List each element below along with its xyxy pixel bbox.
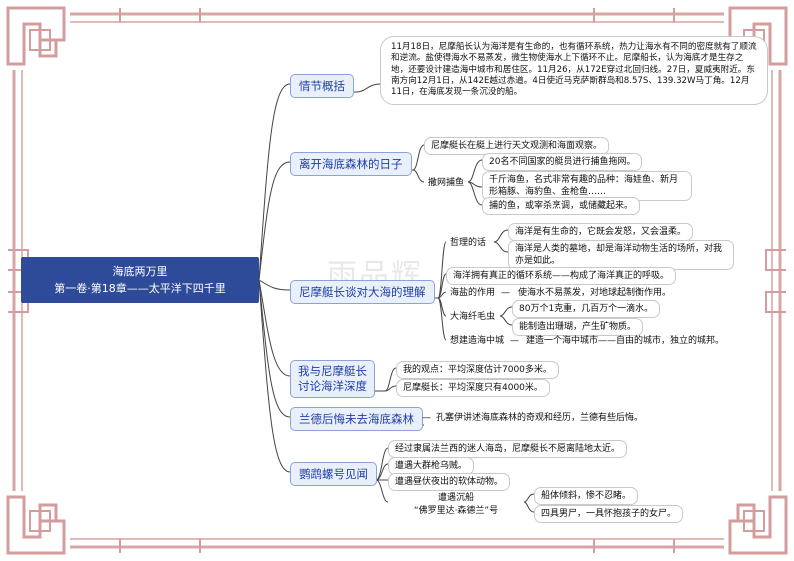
connector-root-b5 [258, 279, 291, 418]
leaf-ciliates-coral: 能制造出珊瑚，产生矿物质。 [512, 318, 644, 337]
leaf-fishing: 撒网捕鱼 [428, 178, 465, 188]
leaf-mollusk: 遭遇昼伏夜出的软体动物。 [388, 473, 511, 492]
connector-root-b2 [258, 161, 291, 281]
leaf-salt-effect: 使海水不易蒸发，对地球起制衡作用。 [518, 288, 672, 298]
leaf-sea-alive: 海洋是有生命的，它既会发怒，又会温柔。 [508, 223, 694, 242]
leaf-regret-dash: — [422, 413, 431, 423]
leaf-circulation: 海洋拥有真正的循环系统——构成了海洋真正的呼吸。 [446, 267, 677, 286]
leaf-sea-city: 想建造海中城 [450, 336, 505, 346]
leaf-nemo-view: 尼摩艇长：平均深度只有4000米。 [396, 379, 550, 398]
connector-root-b6 [258, 279, 291, 473]
leaf-sea-grave: 海洋是人类的墓地，却是海洋动物生活的场所，对我亦是如此。 [508, 240, 734, 271]
leaf-ciliates-count: 80万个1克重，几百万个一滴水。 [512, 300, 661, 319]
leaf-fish-storage: 捕的鱼，或宰杀烹调，或储藏起来。 [482, 197, 641, 216]
branch-ocean-depth-line1: 我与尼摩艇长 [298, 364, 367, 378]
root-title: 海底两万里 [112, 264, 168, 278]
plot-summary-text: 11月18日，尼摩船长认为海洋是有生命的，也有循环系统，热力让海水有不同的密度就… [380, 36, 768, 105]
leaf-my-view: 我的观点：平均深度估计7000多米。 [396, 361, 559, 380]
root-node[interactable]: 海底两万里 第一卷·第18章——太平洋下四千里 [21, 257, 259, 303]
leaf-island: 经过隶属法兰西的迷人海岛，尼摩艇长不愿离陆地太近。 [388, 440, 628, 459]
branch-leaving-forest[interactable]: 离开海底森林的日子 [290, 152, 412, 176]
leaf-salt-dash: — [501, 288, 510, 298]
branch-nautilus-sights[interactable]: 鹦鹉螺号见闻 [290, 462, 377, 486]
leaf-philosophy: 哲理的话 [450, 238, 487, 248]
leaf-shipwreck: 遭遇沉船 “佛罗里达·森德兰”号 [388, 490, 524, 520]
branch-ocean-depth-line2: 讨论海洋深度 [298, 378, 367, 393]
leaf-sea-city-desc: 建造一个海中城市——自由的城市，独立的城邦。 [526, 336, 725, 346]
leaf-sea-city-dash: — [510, 336, 519, 346]
leaf-fishing-crew: 20名不同国家的艇员进行捕鱼拖网。 [482, 153, 643, 172]
leaf-bodies: 四具男尸，一具怀抱孩子的女尸。 [534, 505, 684, 524]
branch-ocean-depth[interactable]: 我与尼摩艇长 讨论海洋深度 [290, 360, 375, 398]
connector-root-b1 [258, 83, 291, 281]
leaf-regret-text: 孔塞伊讲述海底森林的奇观和经历，兰德有些后悔。 [436, 413, 644, 423]
branch-land-regret[interactable]: 兰德后悔未去海底森林 [290, 407, 423, 431]
connector-root-b4 [258, 279, 291, 377]
branch-understanding-sea[interactable]: 尼摩艇长谈对大海的理解 [290, 280, 435, 304]
leaf-ciliates: 大海纤毛虫 [450, 312, 496, 322]
branch-plot-summary[interactable]: 情节概括 [290, 74, 354, 98]
leaf-shipwreck-name: “佛罗里达·森德兰”号 [413, 506, 499, 517]
leaf-salt-role: 海盐的作用 [450, 288, 496, 298]
connector-root-b3 [258, 279, 291, 291]
leaf-shipwreck-title: 遭遇沉船 [437, 493, 474, 503]
root-subtitle: 第一卷·第18章——太平洋下四千里 [54, 282, 226, 295]
leaf-hull-tilt: 船体倾斜，惨不忍睹。 [534, 487, 639, 506]
leaf-fish-species: 千斤海鱼，名式非常有趣的品种：海娃鱼、新月形箱豚、海豹鱼、金枪鱼…… [482, 171, 692, 202]
